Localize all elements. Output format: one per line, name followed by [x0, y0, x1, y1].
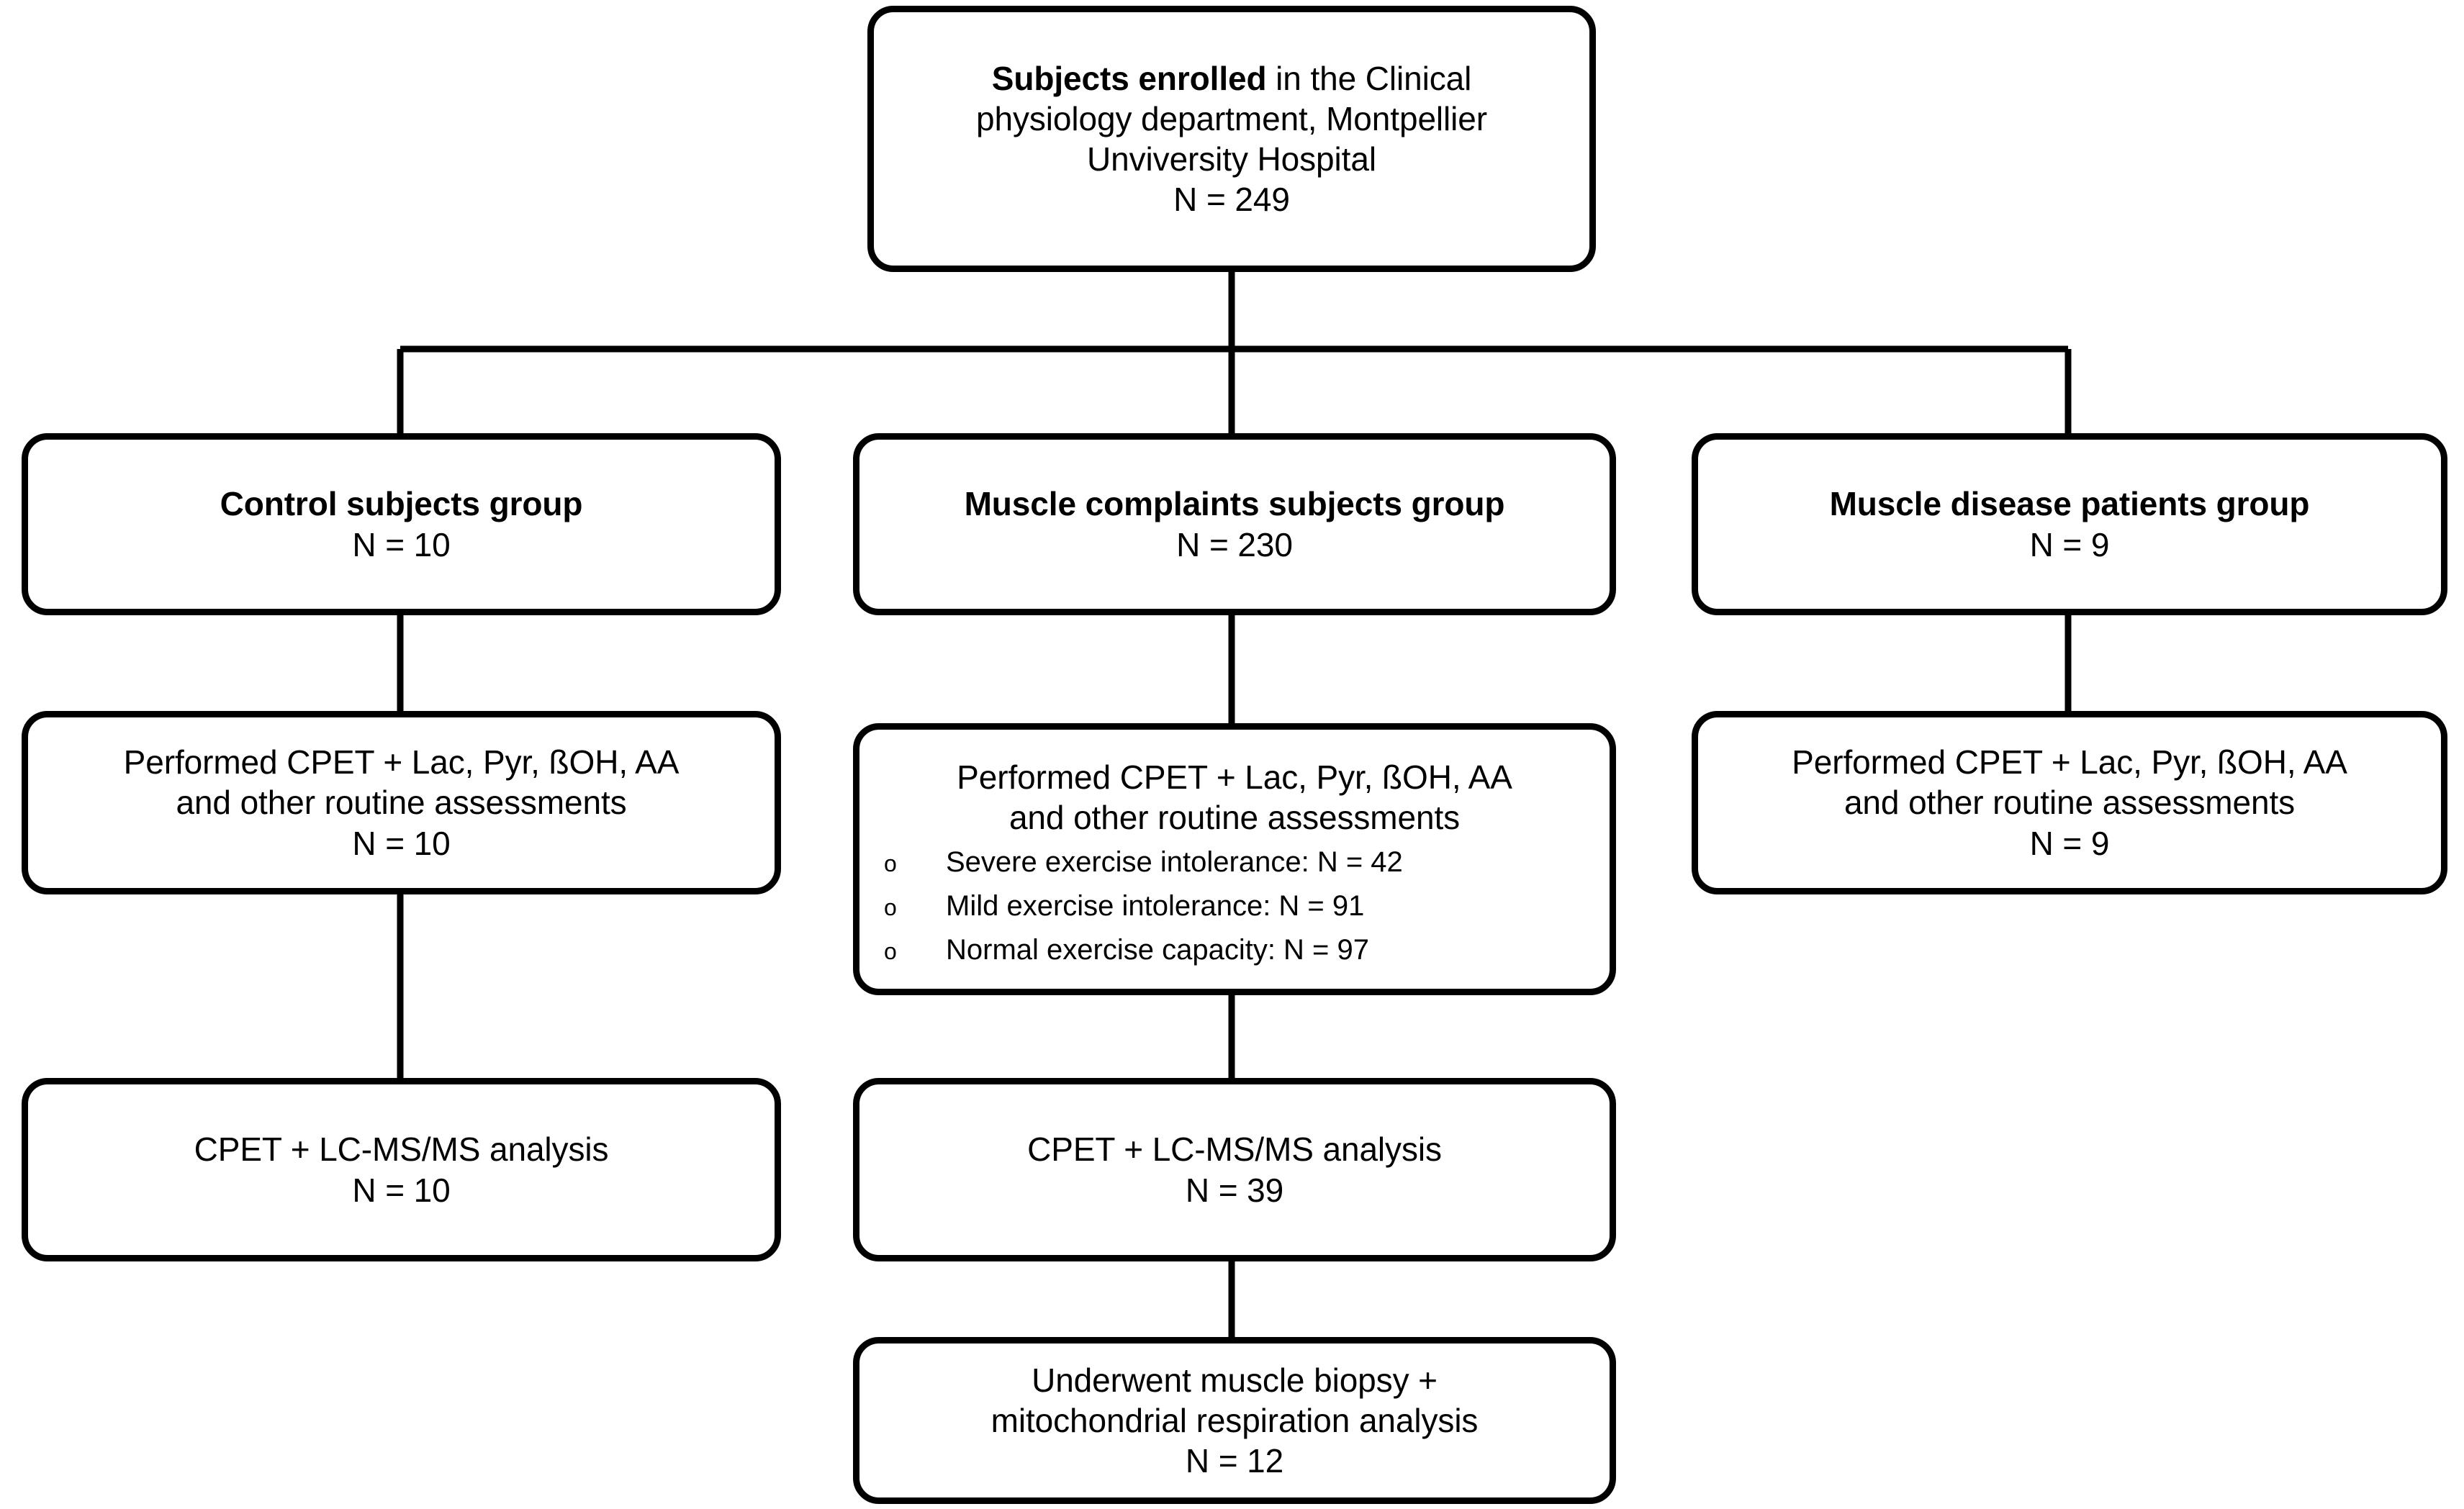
complaints-group-title: Muscle complaints subjects group — [964, 485, 1505, 523]
control-group-count: N = 10 — [352, 525, 451, 563]
bullet-marker-icon: o — [884, 938, 897, 964]
disease-assessment-count: N = 9 — [2029, 824, 2110, 862]
bullet-marker-icon: o — [884, 894, 897, 921]
subjects-enrolled-count: N = 249 — [1173, 181, 1290, 219]
control-assessment-box: Performed CPET + Lac, Pyr, ßOH, AA and o… — [22, 711, 781, 894]
biopsy-count: N = 12 — [1185, 1442, 1284, 1480]
biopsy-line-2: mitochondrial respiration analysis — [990, 1401, 1479, 1439]
subjects-enrolled-rest: in the Clinical — [1266, 59, 1472, 97]
bullet-item-mild: o Mild exercise intolerance: N = 91 — [877, 884, 1592, 928]
subjects-enrolled-line-3: Unviversity Hospital — [1087, 140, 1376, 178]
bullet-text-mild: Mild exercise intolerance: N = 91 — [946, 890, 1365, 923]
muscle-complaints-group-box: Muscle complaints subjects group N = 230 — [853, 433, 1616, 615]
control-group-title: Control subjects group — [220, 485, 583, 523]
disease-group-title: Muscle disease patients group — [1829, 485, 2310, 523]
disease-assessment-line-2: and other routine assessments — [1844, 784, 2296, 822]
complaints-assessment-bullet-list: o Severe exercise intolerance: N = 42 o … — [877, 840, 1592, 971]
control-assessment-line-1: Performed CPET + Lac, Pyr, ßOH, AA — [123, 743, 680, 781]
bullet-text-normal: Normal exercise capacity: N = 97 — [946, 933, 1370, 966]
complaints-assessment-box: Performed CPET + Lac, Pyr, ßOH, AA and o… — [853, 723, 1616, 995]
muscle-biopsy-box: Underwent muscle biopsy + mitochondrial … — [853, 1337, 1616, 1504]
complaints-lcms-box: CPET + LC-MS/MS analysis N = 39 — [853, 1078, 1616, 1261]
control-subjects-group-box: Control subjects group N = 10 — [22, 433, 781, 615]
control-assessment-line-2: and other routine assessments — [176, 784, 627, 822]
complaints-group-count: N = 230 — [1176, 525, 1293, 563]
subjects-enrolled-line-2: physiology department, Montpellier — [976, 99, 1487, 137]
subjects-enrolled-bold: Subjects enrolled — [991, 59, 1267, 97]
muscle-disease-group-box: Muscle disease patients group N = 9 — [1692, 433, 2447, 615]
control-lcms-count: N = 10 — [352, 1171, 451, 1209]
bullet-marker-icon: o — [884, 851, 897, 877]
control-assessment-count: N = 10 — [352, 824, 451, 862]
complaints-lcms-line-1: CPET + LC-MS/MS analysis — [1027, 1130, 1442, 1169]
subjects-enrolled-line-1: Subjects enrolled in the Clinical — [891, 58, 1572, 99]
bullet-item-severe: o Severe exercise intolerance: N = 42 — [877, 840, 1592, 884]
disease-group-count: N = 9 — [2029, 525, 2110, 563]
complaints-assessment-line-1: Performed CPET + Lac, Pyr, ßOH, AA — [957, 758, 1512, 796]
bullet-item-normal: o Normal exercise capacity: N = 97 — [877, 928, 1592, 972]
complaints-assessment-line-2: and other routine assessments — [1008, 799, 1461, 837]
disease-assessment-line-1: Performed CPET + Lac, Pyr, ßOH, AA — [1792, 743, 2347, 781]
complaints-lcms-count: N = 39 — [1185, 1171, 1284, 1209]
biopsy-line-1: Underwent muscle biopsy + — [1032, 1361, 1438, 1399]
disease-assessment-box: Performed CPET + Lac, Pyr, ßOH, AA and o… — [1692, 711, 2447, 894]
control-lcms-line-1: CPET + LC-MS/MS analysis — [194, 1130, 609, 1169]
bullet-text-severe: Severe exercise intolerance: N = 42 — [946, 846, 1403, 879]
subjects-enrolled-box: Subjects enrolled in the Clinical physio… — [867, 6, 1596, 272]
control-lcms-box: CPET + LC-MS/MS analysis N = 10 — [22, 1078, 781, 1261]
